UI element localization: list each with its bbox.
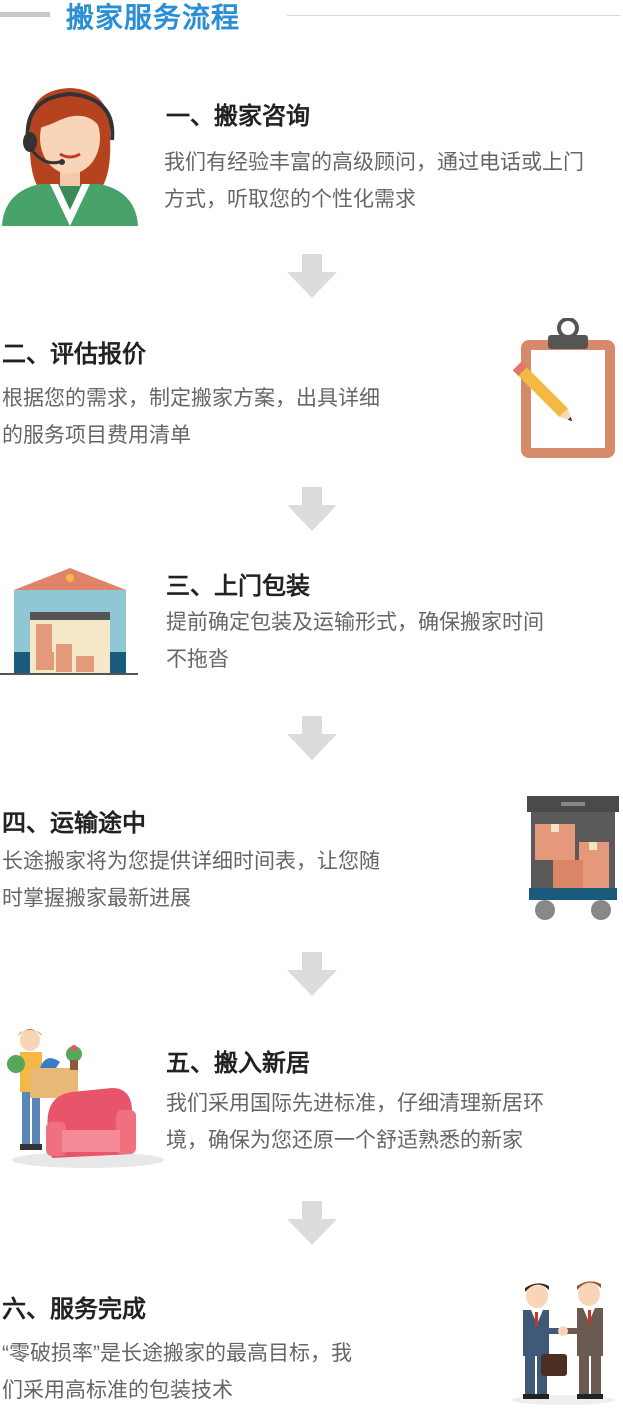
step-desc-4-line-2: 时掌握搬家最新进展 — [2, 887, 191, 910]
step-desc-6-line-2: 们采用高标准的包装技术 — [2, 1379, 233, 1402]
down-arrow-icon — [287, 1201, 337, 1245]
handshake-icon — [511, 1281, 615, 1405]
step-desc-1: 我们有经验丰富的高级顾问，通过电话或上门 方式，听取您的个性化需求 — [164, 144, 584, 218]
step-title-5: 五、搬入新居 — [166, 1050, 310, 1077]
step-desc-5: 我们采用国际先进标准，仔细清理新居环 境，确保为您还原一个舒适熟悉的新家 — [166, 1085, 544, 1159]
step-title-2: 二、评估报价 — [2, 341, 146, 368]
down-arrow-icon — [287, 254, 337, 298]
header-line-right — [287, 15, 620, 16]
step-desc-1-line-1: 我们有经验丰富的高级顾问，通过电话或上门 — [164, 151, 584, 174]
down-arrow-icon — [287, 952, 337, 996]
step-desc-2-line-1: 根据您的需求，制定搬家方案，出具详细 — [2, 387, 380, 410]
step-desc-4: 长途搬家将为您提供详细时间表，让您随 时掌握搬家最新进展 — [2, 843, 380, 917]
section-header: 搬家服务流程 — [0, 0, 623, 36]
step-title-1: 一、搬家咨询 — [166, 103, 310, 130]
truck-icon — [527, 796, 619, 920]
step-desc-3: 提前确定包装及运输形式，确保搬家时间 不拖沓 — [166, 604, 544, 678]
down-arrow-icon — [287, 487, 337, 531]
step-desc-5-line-1: 我们采用国际先进标准，仔细清理新居环 — [166, 1092, 544, 1115]
step-desc-3-line-2: 不拖沓 — [166, 648, 229, 671]
step-desc-2: 根据您的需求，制定搬家方案，出具详细 的服务项目费用清单 — [2, 380, 380, 454]
consultant-icon — [2, 88, 138, 226]
step-desc-5-line-2: 境，确保为您还原一个舒适熟悉的新家 — [166, 1129, 523, 1152]
moving-woman-icon — [7, 1029, 164, 1168]
warehouse-icon — [0, 568, 138, 675]
step-desc-3-line-1: 提前确定包装及运输形式，确保搬家时间 — [166, 611, 544, 634]
down-arrow-icon — [287, 716, 337, 760]
step-title-6: 六、服务完成 — [2, 1296, 146, 1323]
step-title-3: 三、上门包装 — [166, 573, 310, 600]
header-line-left — [0, 12, 50, 17]
step-title-4: 四、运输途中 — [2, 810, 146, 837]
step-desc-6-line-1: “零破损率”是长途搬家的最高目标，我 — [2, 1342, 352, 1365]
clipboard-icon — [512, 318, 615, 458]
step-desc-1-line-2: 方式，听取您的个性化需求 — [164, 188, 416, 211]
step-desc-4-line-1: 长途搬家将为您提供详细时间表，让您随 — [2, 850, 380, 873]
step-desc-6: “零破损率”是长途搬家的最高目标，我 们采用高标准的包装技术 — [2, 1335, 352, 1409]
page-title: 搬家服务流程 — [66, 2, 241, 33]
step-desc-2-line-2: 的服务项目费用清单 — [2, 424, 191, 447]
